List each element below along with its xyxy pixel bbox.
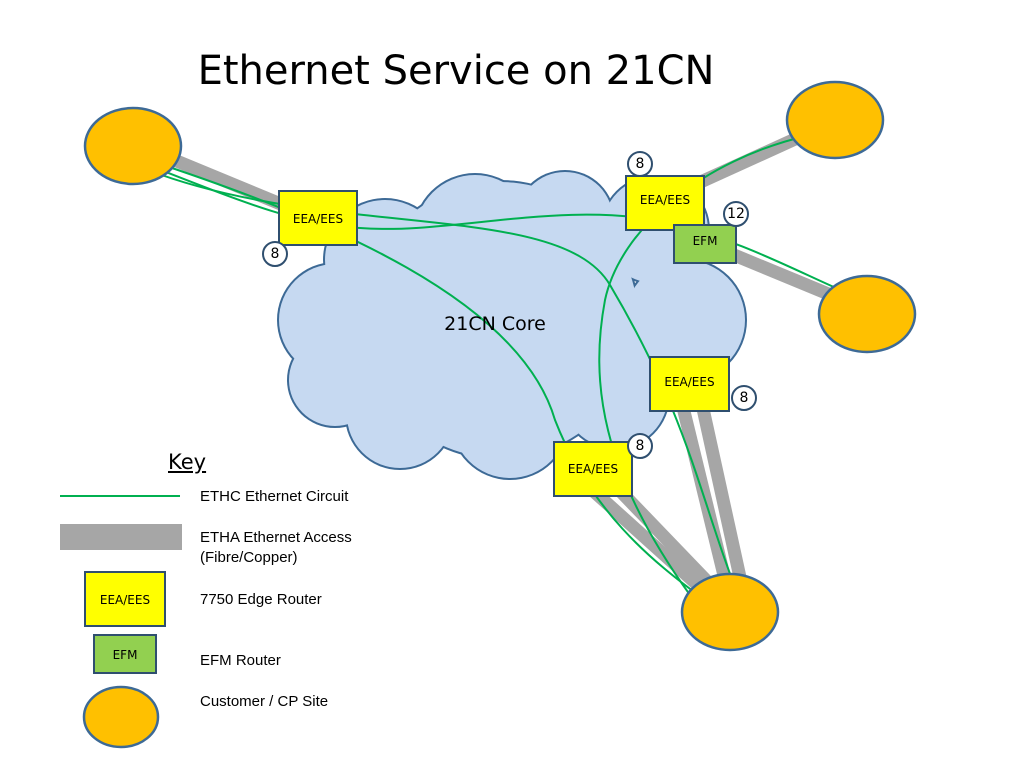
customer-site-top-left (83, 106, 183, 186)
edge-router-bottom: EEA/EES (553, 441, 633, 497)
edge-router-left: EEA/EES (278, 190, 358, 246)
access-link-right-b (693, 393, 752, 602)
key-site-label: Customer / CP Site (200, 693, 329, 710)
circuit-left-to-right-site (147, 164, 846, 293)
core-cloud-label: 21CN Core (444, 313, 546, 335)
port-badge-bottom: 8 (627, 433, 653, 459)
key-circuit-label: ETHC Ethernet Circuit (200, 488, 349, 505)
edge-router-right: EEA/EES (649, 356, 730, 412)
core-cloud (277, 170, 747, 480)
key-site-ellipse (82, 685, 160, 749)
customer-site-bottom (680, 572, 780, 652)
key-efm-label: EFM Router (200, 652, 281, 669)
customer-site-right (817, 274, 917, 354)
port-badge-right: 8 (731, 385, 757, 411)
customer-sites (83, 80, 917, 652)
key-access-label-line2: (Fibre/Copper) (200, 549, 298, 566)
edge-router-top-right: EEA/EES (625, 175, 705, 231)
key-efm-box: EFM (93, 634, 157, 674)
port-badge-efm: 12 (723, 201, 749, 227)
port-badge-top-right: 8 (627, 151, 653, 177)
customer-site-top-right (785, 80, 885, 160)
key-edge-router-label: 7750 Edge Router (200, 591, 322, 608)
port-badge-left: 8 (262, 241, 288, 267)
page-title: Ethernet Service on 21CN (197, 48, 715, 94)
key-access-bar (60, 524, 182, 550)
key-title: Key (168, 450, 207, 474)
key-edge-router-box: EEA/EES (84, 571, 166, 627)
key-access-label-line1: ETHA Ethernet Access (200, 529, 352, 546)
efm-router: EFM (673, 224, 737, 264)
